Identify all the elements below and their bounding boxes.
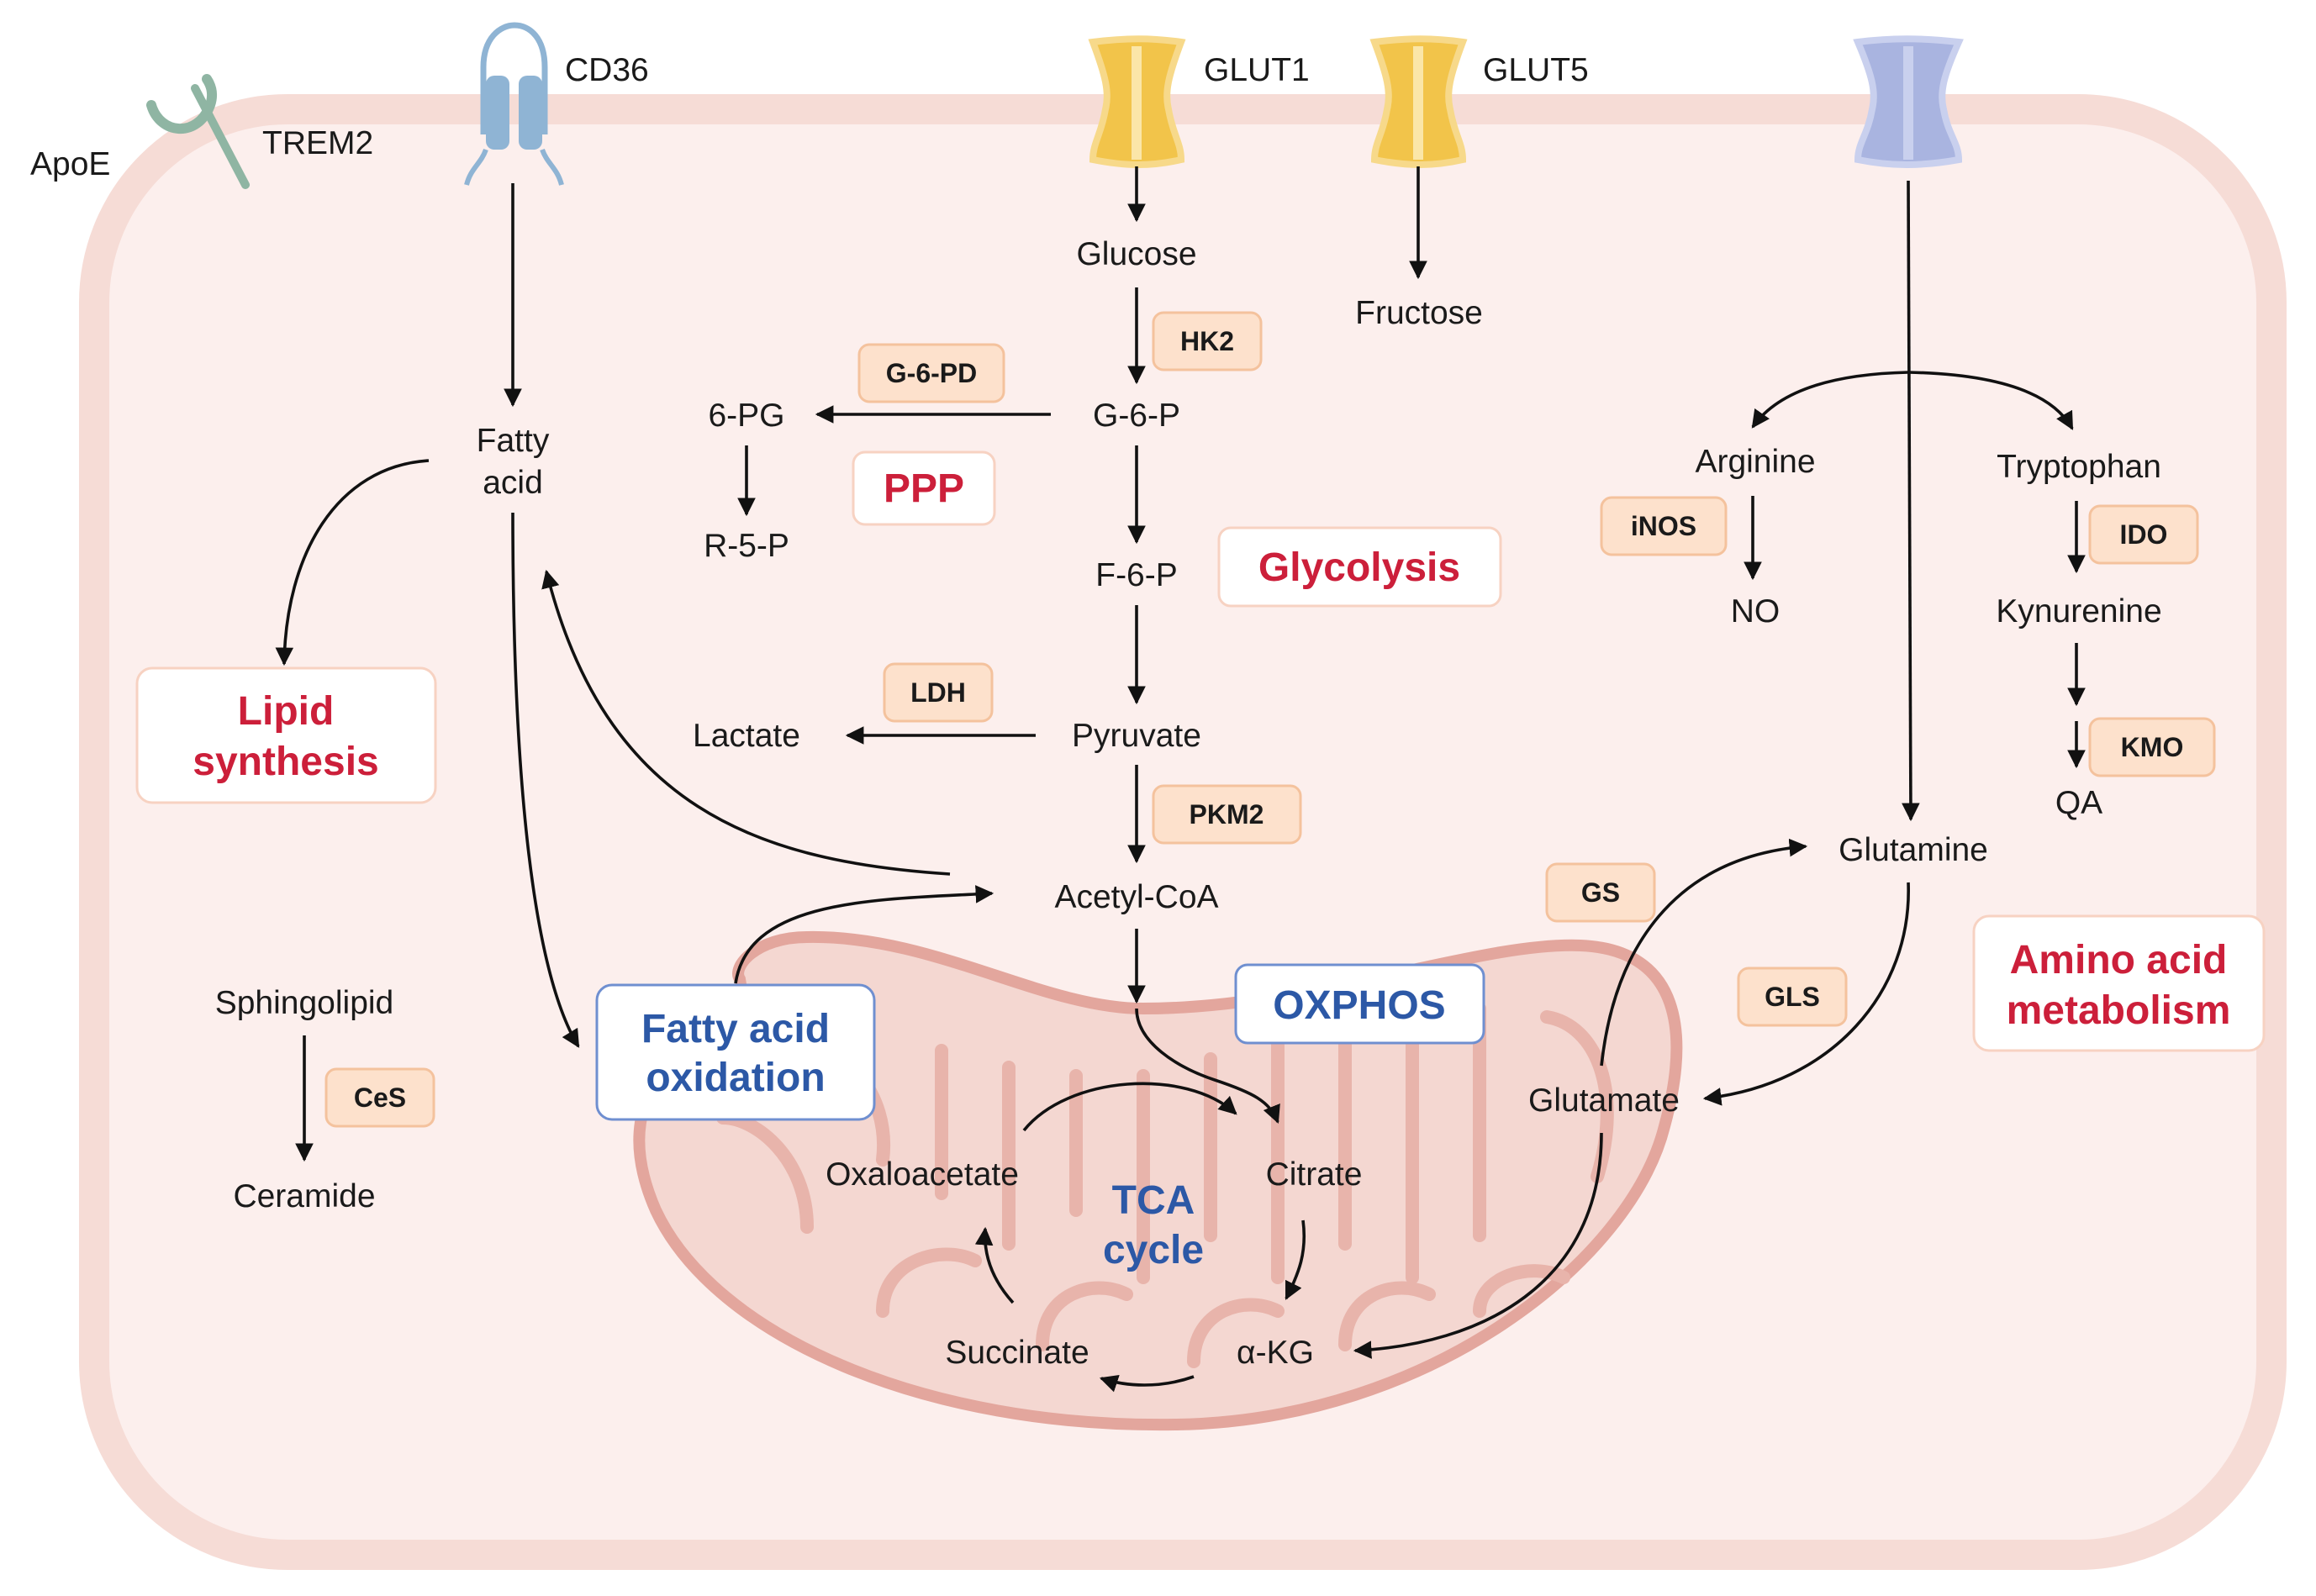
process-tca-cycle: TCA cycle	[1103, 1178, 1204, 1272]
sphingolipid-label: Sphingolipid	[215, 985, 394, 1021]
fatty-acid-label-line1: Fatty	[477, 423, 550, 459]
svg-text:HK2: HK2	[1180, 326, 1234, 356]
arrow-glutamine-to-glutamate	[1702, 882, 1910, 1106]
svg-text:LDH: LDH	[910, 677, 966, 708]
enzyme-badge-ldh: LDH	[883, 662, 994, 723]
6pg-label: 6-PG	[708, 398, 784, 434]
process-lipid-synthesis: Lipid synthesis	[135, 666, 437, 804]
svg-text:PKM2: PKM2	[1190, 799, 1264, 830]
svg-text:CeS: CeS	[354, 1082, 406, 1113]
oxaloacetate-label: Oxaloacetate	[826, 1156, 1019, 1193]
svg-text:OXPHOS: OXPHOS	[1273, 983, 1445, 1028]
arrow-into-citrate	[1135, 1008, 1280, 1125]
enzyme-badge-pkm2: PKM2	[1152, 784, 1302, 845]
arrow-oxaloacetate-to-citrate	[1022, 1082, 1237, 1132]
arrow-split-to-tryptophan	[1907, 371, 2074, 430]
arrow-fao-to-acetyl-coa	[734, 885, 994, 984]
tryptophan-label: Tryptophan	[1997, 449, 2161, 485]
svg-text:cycle: cycle	[1103, 1228, 1204, 1272]
process-ppp: PPP	[852, 450, 996, 526]
amino-acid-transporter-icon	[1853, 35, 1964, 168]
svg-text:GLS: GLS	[1765, 982, 1820, 1012]
glut5-transporter-icon	[1369, 35, 1468, 168]
arrow-akg-to-succinate	[1099, 1374, 1195, 1393]
glutamate-label: Glutamate	[1528, 1082, 1680, 1119]
glut1-label: GLUT1	[1204, 52, 1310, 88]
enzyme-badge-inos: iNOS	[1600, 496, 1728, 556]
lactate-label: Lactate	[693, 718, 800, 754]
ceramide-label: Ceramide	[233, 1178, 375, 1214]
arrow-acetyl-coa-to-fatty-acid	[541, 569, 951, 876]
svg-text:iNOS: iNOS	[1631, 511, 1696, 541]
glucose-label: Glucose	[1076, 236, 1196, 272]
glut1-transporter-icon	[1088, 35, 1186, 168]
arrow-glutamate-to-akg	[1353, 1132, 1603, 1359]
arrow-fatty-acid-to-lipid-synthesis	[275, 459, 430, 666]
citrate-label: Citrate	[1266, 1156, 1363, 1193]
svg-text:Lipid: Lipid	[238, 689, 335, 734]
f6p-label: F-6-P	[1095, 557, 1178, 593]
qa-label: QA	[2055, 785, 2102, 821]
succinate-label: Succinate	[945, 1335, 1089, 1371]
svg-text:IDO: IDO	[2120, 519, 2168, 550]
svg-text:metabolism: metabolism	[2007, 988, 2231, 1033]
process-boxes: PPP Glycolysis Lipid synthesis Fatty aci…	[135, 450, 2266, 1272]
arrow-succinate-to-oxaloacetate	[974, 1226, 1015, 1304]
svg-text:GS: GS	[1581, 877, 1620, 908]
svg-text:PPP: PPP	[884, 466, 964, 511]
svg-text:Amino acid: Amino acid	[2010, 938, 2228, 982]
enzyme-badge-hk2: HK2	[1152, 311, 1263, 371]
enzyme-badge-ido: IDO	[2088, 504, 2199, 565]
glutamine-label: Glutamine	[1839, 832, 1988, 868]
apoe-label: ApoE	[30, 146, 110, 182]
mitochondrion	[633, 930, 1683, 1431]
pyruvate-label: Pyruvate	[1072, 718, 1201, 754]
akg-label: α-KG	[1237, 1335, 1314, 1371]
svg-text:Glycolysis: Glycolysis	[1258, 545, 1460, 590]
process-fatty-acid-oxidation: Fatty acid oxidation	[595, 983, 876, 1121]
svg-text:synthesis: synthesis	[193, 740, 378, 784]
enzyme-badge-g6pd: G-6-PD	[857, 343, 1005, 403]
svg-text:KMO: KMO	[2121, 732, 2184, 762]
fructose-label: Fructose	[1355, 295, 1483, 331]
mitochondrion-cristae	[716, 1002, 1614, 1368]
trem2-receptor-icon	[146, 74, 250, 189]
enzyme-badges: HK2 G-6-PD LDH PKM2 CeS iNOS IDO KMO	[324, 311, 2216, 1128]
arginine-label: Arginine	[1695, 444, 1815, 480]
no-label: NO	[1731, 593, 1781, 629]
enzyme-badge-kmo: KMO	[2088, 717, 2216, 777]
svg-text:G-6-PD: G-6-PD	[886, 358, 977, 388]
process-oxphos: OXPHOS	[1234, 963, 1485, 1045]
arrow-fatty-acid-to-fao	[511, 512, 580, 1048]
acetyl-coa-label: Acetyl-CoA	[1054, 879, 1218, 915]
svg-text:Fatty acid: Fatty acid	[641, 1007, 830, 1051]
g6p-label: G-6-P	[1093, 398, 1180, 434]
glut5-label: GLUT5	[1483, 52, 1589, 88]
cd36-label: CD36	[565, 52, 649, 88]
arrow-transporter-to-glutamine	[1902, 180, 1920, 822]
arrow-citrate-to-akg	[1285, 1219, 1306, 1300]
enzyme-badge-gls: GLS	[1737, 967, 1848, 1027]
svg-text:TCA: TCA	[1112, 1178, 1195, 1223]
process-amino-acid-metabolism: Amino acid metabolism	[1972, 914, 2266, 1052]
enzyme-badge-ces: CeS	[324, 1067, 435, 1128]
cd36-transporter-icon	[464, 22, 564, 186]
r5p-label: R-5-P	[704, 528, 789, 564]
trem2-label: TREM2	[262, 125, 373, 161]
arrow-glutamate-to-glutamine	[1600, 838, 1808, 1067]
process-glycolysis: Glycolysis	[1217, 526, 1502, 608]
svg-text:oxidation: oxidation	[646, 1056, 825, 1100]
arrow-split-to-arginine	[1751, 371, 1909, 429]
fatty-acid-label-line2: acid	[483, 465, 543, 501]
kynurenine-label: Kynurenine	[1996, 593, 2161, 629]
enzyme-badge-gs: GS	[1545, 862, 1656, 923]
pathway-arrows	[275, 166, 2086, 1393]
metabolite-labels: Glucose Fructose G-6-P 6-PG R-5-P F-6-P …	[215, 236, 2162, 1371]
